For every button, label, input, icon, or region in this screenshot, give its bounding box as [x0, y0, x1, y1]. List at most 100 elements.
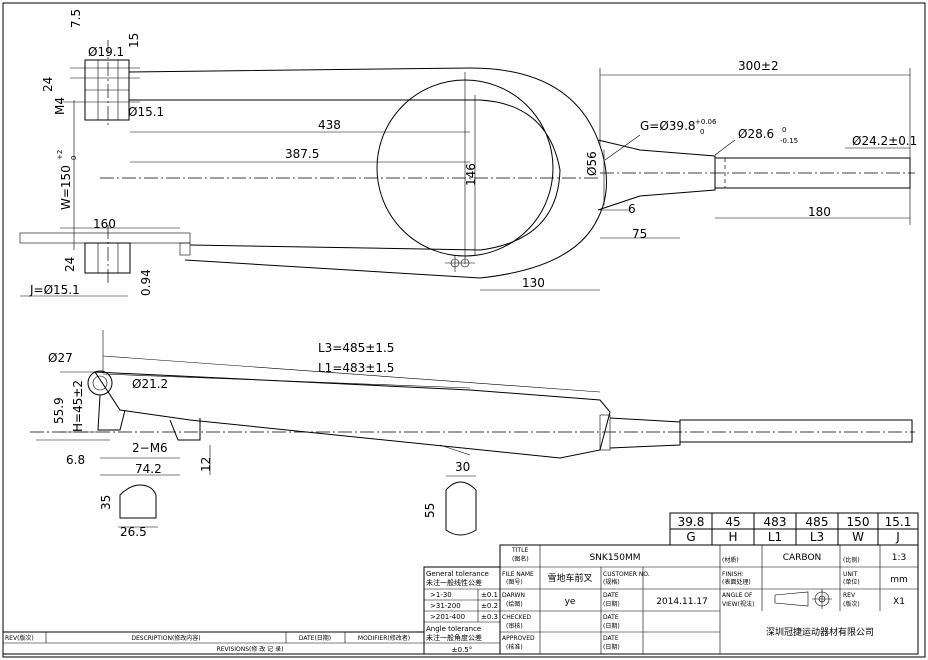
- dim-30: 30: [455, 460, 470, 474]
- spec-key-g: G: [686, 530, 695, 544]
- dropout-plate: [19, 232, 191, 244]
- dim-top-offset: 7.5: [69, 9, 83, 28]
- title-block: TITLE (图名) SNK150MM (材质) CARBON (比例) 1:3…: [499, 544, 919, 655]
- spec-key-l1: L1: [768, 530, 782, 544]
- dim-bolt: M4: [53, 97, 67, 115]
- dim-g-tol-upper: +0.06: [695, 118, 717, 126]
- dim-742: 74.2: [135, 462, 162, 476]
- projection-symbol-icon: [774, 589, 832, 609]
- angle-label: ANGLE OF: [722, 592, 753, 599]
- fork-outline: [128, 67, 607, 279]
- drawn-label: DARWN: [502, 592, 525, 599]
- dim-top-bore: Ø19.1: [88, 45, 124, 59]
- unit-value: mm: [890, 575, 908, 585]
- date-label: DATE: [603, 592, 619, 599]
- caliper-mount-icon: [445, 255, 475, 272]
- steerer-taper: [597, 139, 716, 211]
- file-name-label: FILE NAME: [502, 571, 534, 578]
- title-value: SNK150MM: [589, 553, 640, 563]
- rev-label-cn: (版次): [843, 600, 860, 608]
- tolerance-value-1: ±0.1: [481, 591, 498, 599]
- finish-label-cn: (表面处理): [722, 578, 751, 586]
- revisions-footer: REVISIONS(修 改 记 录): [217, 645, 284, 653]
- dim-top-step: 15: [127, 33, 141, 48]
- file-name-label-cn: (图号): [506, 579, 523, 586]
- material-label: (材质): [722, 556, 739, 564]
- title-label: TITLE: [511, 547, 528, 554]
- side-view: L3=485±1.5 L1=483±1.5 Ø27 Ø21.2 55.9 H=4…: [30, 330, 915, 539]
- tolerance-block: General tolerance 未注一般线性公差 >1-30 ±0.1 >3…: [423, 566, 501, 655]
- spec-value-j: 15.1: [885, 515, 912, 529]
- date-label-3: DATE: [603, 635, 619, 642]
- angle-tolerance-title-cn: 未注一般角度公差: [426, 633, 482, 642]
- spec-key-h: H: [728, 530, 737, 544]
- dim-160: 160: [93, 217, 116, 231]
- dim-28: Ø28.6: [738, 127, 774, 141]
- dim-146: 146: [464, 163, 478, 186]
- scale-label: (比例): [843, 556, 860, 564]
- spec-key-w: W: [852, 530, 864, 544]
- dim-387: 387.5: [285, 147, 319, 161]
- spec-table: 39.8 45 483 485 150 15.1 G H L1 L3 W J: [669, 512, 919, 546]
- spec-value-l1: 483: [764, 515, 787, 529]
- description-col-header: DESCRIPTION(修改内容): [131, 634, 200, 642]
- dim-h: H=45±2: [71, 380, 85, 432]
- tolerance-value-3: ±0.3: [481, 613, 498, 621]
- top-view: 7.5 Ø19.1 15 24 M4 Ø15.1 438 387.5 W=150…: [19, 9, 917, 297]
- angle-tolerance-title: Angle tolerance: [426, 625, 481, 633]
- dim-180: 180: [808, 205, 831, 219]
- checked-label: CHECKED: [502, 614, 531, 621]
- material-value: CARBON: [783, 553, 822, 563]
- unit-label: UNIT: [843, 571, 858, 578]
- spec-key-j: J: [895, 530, 900, 544]
- unit-label-cn: (单位): [843, 578, 860, 586]
- dim-width-tol-lower: 0: [70, 156, 78, 160]
- date-value: 2014.11.17: [656, 597, 708, 607]
- spec-value-h: 45: [725, 515, 740, 529]
- dim-24: Ø24.2±0.1: [852, 134, 917, 148]
- dim-28-tol-upper: 0: [782, 126, 786, 134]
- drawn-value: ye: [565, 597, 576, 607]
- dim-overall: 300±2: [738, 59, 779, 73]
- dim-35: 35: [99, 495, 113, 510]
- file-name-value: 雪地车前叉: [547, 572, 592, 584]
- dim-g-tol-lower: 0: [700, 128, 704, 136]
- dim-21: Ø21.2: [132, 377, 168, 391]
- dim-top-height: 24: [41, 77, 55, 92]
- date-label-2: DATE: [603, 614, 619, 621]
- approved-label-cn: (核准): [506, 643, 523, 651]
- title-label-cn: (图名): [512, 555, 529, 563]
- dim-438: 438: [318, 118, 341, 132]
- steerer-tube-side: [679, 419, 913, 443]
- date-label-cn-3: (日期): [603, 643, 620, 651]
- dim-6: 6: [628, 202, 636, 216]
- dim-265: 26.5: [120, 525, 147, 539]
- dim-12: 12: [199, 457, 213, 472]
- dim-hole-small: Ø15.1: [128, 105, 164, 119]
- approved-label: APPROVED: [502, 635, 535, 642]
- dim-l1: L1=483±1.5: [318, 361, 394, 375]
- date-label-cn: (日期): [603, 600, 620, 608]
- spec-value-g: 39.8: [678, 515, 705, 529]
- general-tolerance-title-cn: 未注一般线性公差: [426, 578, 482, 587]
- dim-55: 55: [423, 503, 437, 518]
- dim-l3: L3=485±1.5: [318, 341, 394, 355]
- dim-j: J=Ø15.1: [29, 283, 80, 297]
- modifier-col-header: MODIFIER(修改者): [358, 634, 410, 642]
- date-label-cn-2: (日期): [603, 622, 620, 630]
- spec-key-l3: L3: [810, 530, 824, 544]
- revisions-block: REV(版次) DESCRIPTION(修改内容) DATE(日期) MODIF…: [2, 631, 425, 655]
- dim-m6: 2−M6: [132, 441, 168, 455]
- section-profile-small: [119, 484, 157, 519]
- dropout-block: [84, 242, 131, 274]
- tolerance-range-3: >201-400: [430, 613, 465, 621]
- angle-tolerance-value: ±0.5°: [452, 646, 473, 654]
- tolerance-value-2: ±0.2: [481, 602, 498, 610]
- general-tolerance-title: General tolerance: [426, 570, 489, 578]
- rev-col-header: REV(版次): [5, 634, 34, 642]
- drawn-label-cn: (绘图): [506, 600, 523, 608]
- dim-24b: 24: [63, 257, 77, 272]
- dim-28-tol-lower: -0.15: [780, 137, 798, 145]
- dim-width-tol-upper: +2: [56, 150, 64, 160]
- scale-value: 1:3: [892, 553, 906, 563]
